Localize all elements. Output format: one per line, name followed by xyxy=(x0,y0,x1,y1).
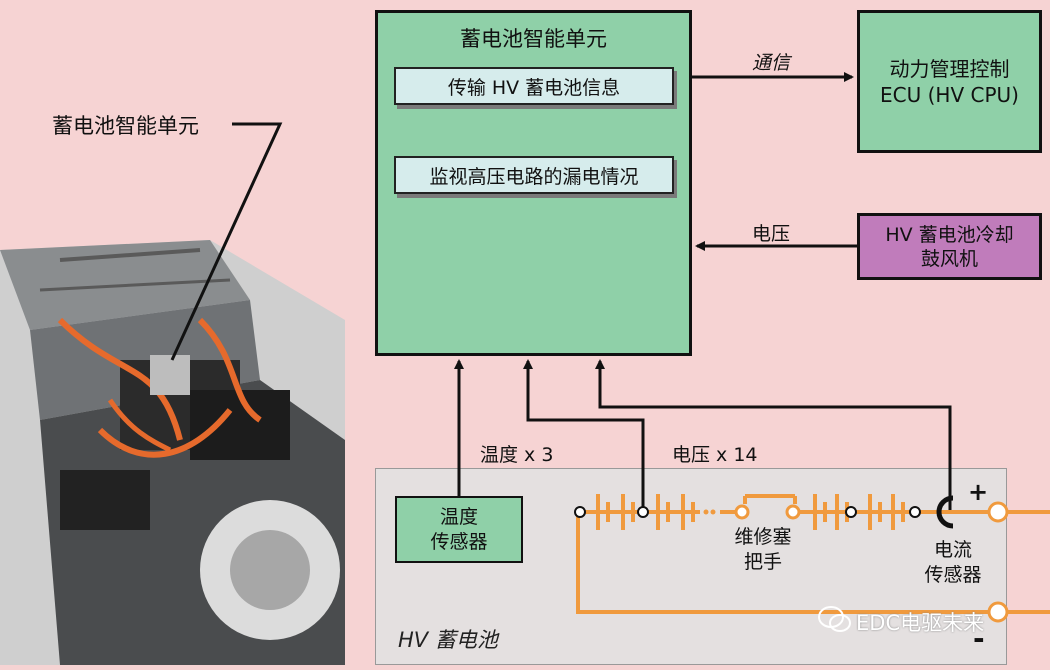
ecu-line1: 动力管理控制 xyxy=(889,56,1010,81)
photo-label: 蓄电池智能单元 xyxy=(52,114,199,138)
ecu-line2: ECU (HV CPU) xyxy=(880,82,1019,107)
battery-photo xyxy=(0,240,345,665)
service-plug-label: 维修塞 把手 xyxy=(718,525,808,575)
voltage-label: 电压 xyxy=(752,223,791,245)
watermark-text: EDC电驱未来 xyxy=(856,611,985,635)
temp-count-label: 温度 x 3 xyxy=(480,444,554,466)
minus-terminal-label: - xyxy=(973,622,985,655)
service-plug-line1: 维修塞 xyxy=(734,526,792,548)
voltage14-label: 电压 x 14 xyxy=(672,444,758,466)
temp-sensor-box: 温度 传感器 xyxy=(395,496,523,563)
current-sensor-clamp xyxy=(936,495,954,529)
temp-sensor-line1: 温度 xyxy=(439,505,478,528)
blower-line1: HV 蓄电池冷却 xyxy=(885,223,1014,246)
hv-battery-label: HV 蓄电池 xyxy=(398,628,498,652)
unit-item-transmit-info: 传输 HV 蓄电池信息 xyxy=(394,67,674,105)
unit-title: 蓄电池智能单元 xyxy=(460,27,607,51)
wechat-icon xyxy=(818,606,851,632)
current-sensor-line1: 电流 xyxy=(933,539,972,561)
service-plug-line2: 把手 xyxy=(743,551,782,573)
current-sensor-label: 电流 传感器 xyxy=(908,538,998,588)
hv-ecu-box: 动力管理控制 ECU (HV CPU) xyxy=(857,10,1042,153)
unit-item-leak-monitor: 监视高压电路的漏电情况 xyxy=(394,156,674,194)
cooling-blower-box: HV 蓄电池冷却 鼓风机 xyxy=(857,213,1042,280)
temp-sensor-line2: 传感器 xyxy=(430,530,488,553)
plus-terminal-label: + xyxy=(968,478,989,506)
current-arrow xyxy=(595,359,952,512)
comm-label: 通信 xyxy=(752,52,791,74)
current-sensor-line2: 传感器 xyxy=(924,564,982,586)
blower-line2: 鼓风机 xyxy=(920,247,978,270)
voltage14-arrow xyxy=(523,359,645,512)
